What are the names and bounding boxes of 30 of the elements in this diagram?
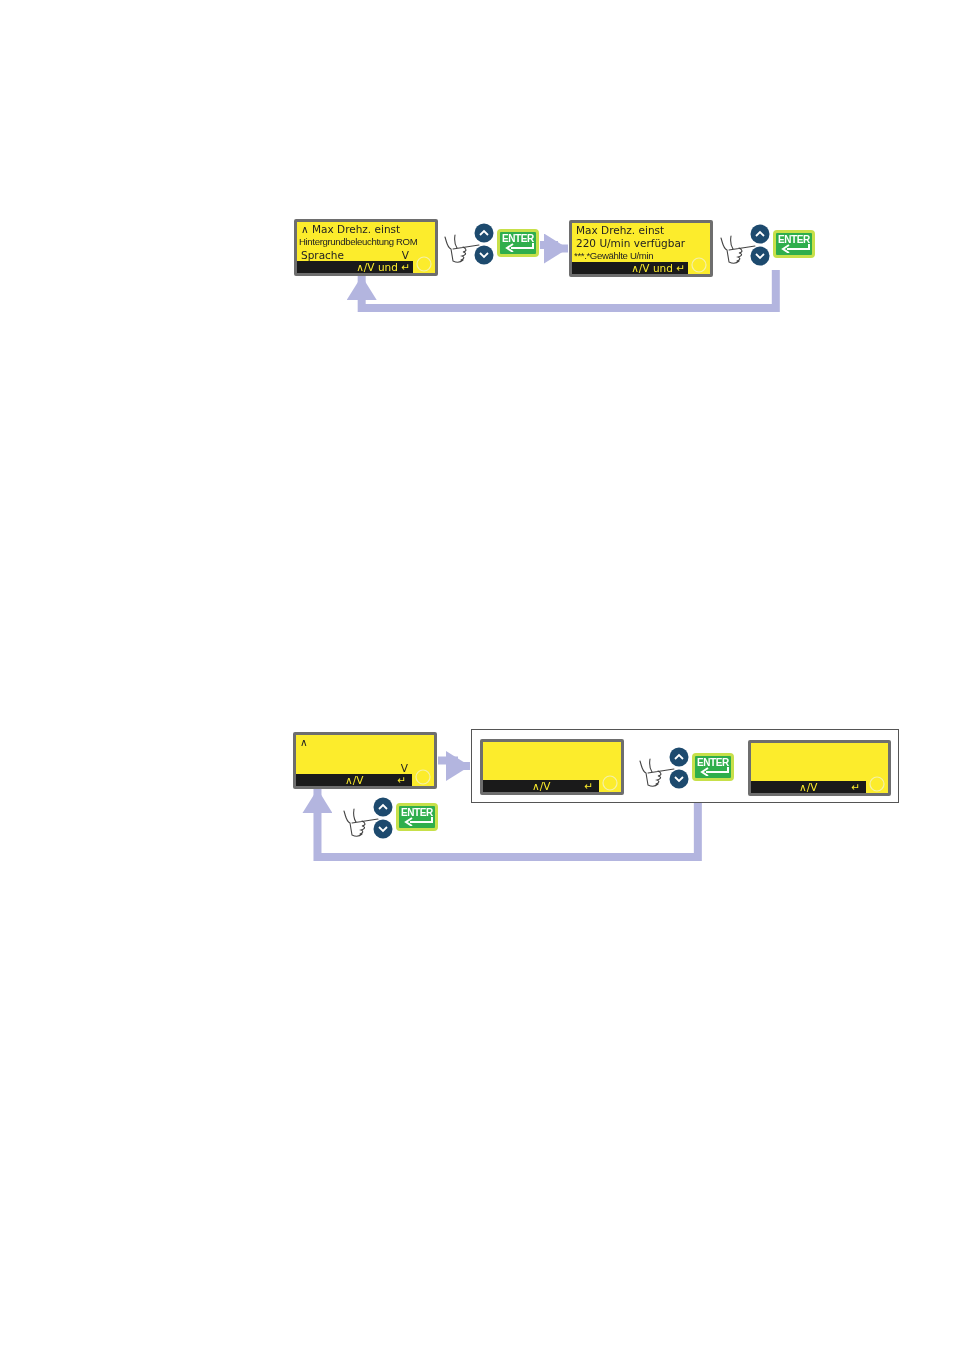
lcd-screen (294, 219, 438, 276)
lcd-screen (480, 739, 624, 795)
display-text: ∧ Max Drehz. einst (301, 223, 401, 235)
display-text: Sprache (301, 249, 344, 261)
enter-key: ENTER (773, 230, 815, 258)
softkey-hint: ↵ (584, 780, 593, 792)
enter-key: ENTER (692, 753, 734, 781)
softkey-hint: ↵ (851, 781, 860, 793)
flow-arrow (438, 751, 470, 781)
group-frame (471, 729, 899, 803)
softkey-hint: ∧/V (345, 774, 364, 786)
softkey-hint: ∧/V und ↵ (356, 261, 410, 273)
display-text: ∧ (300, 736, 308, 748)
flow-arrow (540, 233, 568, 264)
lcd-screen (748, 740, 891, 796)
lcd-screen (569, 220, 713, 277)
lcd-screen (293, 732, 437, 789)
enter-key: ENTER (497, 229, 539, 257)
display-text: Max Drehz. einst (576, 224, 665, 236)
display-text: V (401, 249, 409, 261)
display-text: V (400, 762, 408, 774)
display-text: Hintergrundbeleuchtung ROM (299, 236, 418, 248)
enter-key: ENTER (396, 803, 438, 831)
softkey-hint: ∧/V (799, 781, 818, 793)
softkey-hint: ∧/V und ↵ (631, 262, 685, 274)
display-text: 220 U/min verfügbar (576, 237, 686, 249)
display-text: ***.*Gewählte U/min (574, 250, 654, 262)
flow-arrow (302, 789, 702, 861)
softkey-hint: ∧/V (532, 780, 551, 792)
softkey-hint: ↵ (397, 774, 406, 786)
